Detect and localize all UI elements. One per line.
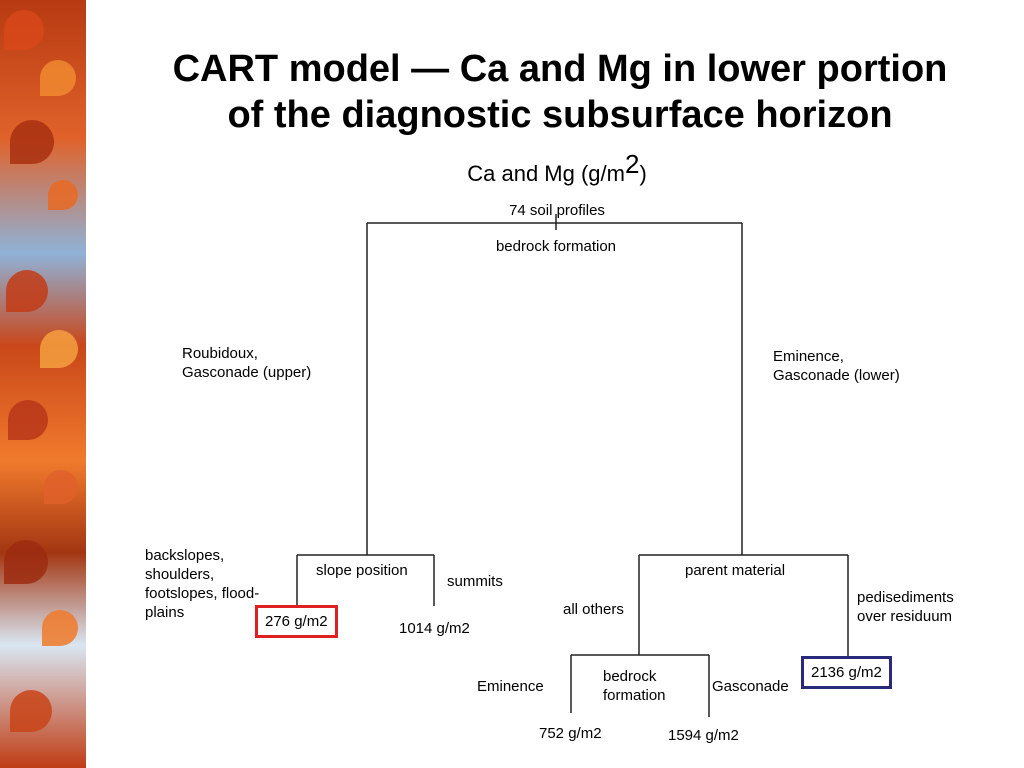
right-branch-label: Eminence, Gasconade (lower) <box>773 348 900 384</box>
leaf-node-1594: 1594 g/m2 <box>668 727 739 744</box>
sub-left-branch-label: Eminence <box>477 678 544 695</box>
diagram-subtitle: Ca and Mg (g/m2) <box>467 151 647 190</box>
right-right-branch-label: pedisediments over residuum <box>857 589 954 625</box>
sub-right-branch-label: Gasconade <box>712 678 789 695</box>
right-split-label: parent material <box>685 562 786 579</box>
page-title-line2: of the diagnostic subsurface horizon <box>227 94 893 136</box>
leaf-node-2136: 2136 g/m2 <box>801 656 892 689</box>
subtitle-superscript: 2 <box>624 149 640 179</box>
root-node-label: 74 soil profiles <box>509 202 605 219</box>
left-split-label: slope position <box>316 562 408 579</box>
subtitle-main: Ca and Mg (g/m <box>467 161 625 186</box>
left-branch-label: Roubidoux, Gasconade (upper) <box>182 345 312 381</box>
left-right-branch-label: summits <box>447 573 503 590</box>
root-split-label: bedrock formation <box>495 238 617 255</box>
leaf-node-276: 276 g/m2 <box>255 605 338 638</box>
leaf-node-1014: 1014 g/m2 <box>399 620 470 637</box>
left-left-branch-label: backslopes, shoulders, footslopes, flood… <box>145 547 260 621</box>
autumn-leaves-decoration <box>0 0 86 768</box>
right-left-branch-label: all others <box>563 601 624 618</box>
subtitle-close: ) <box>639 161 647 186</box>
leaf-node-752: 752 g/m2 <box>539 725 602 742</box>
sub-split-label: bedrock formation <box>603 668 666 704</box>
page-title-line1: CART model — Ca and Mg in lower portion <box>172 48 948 90</box>
